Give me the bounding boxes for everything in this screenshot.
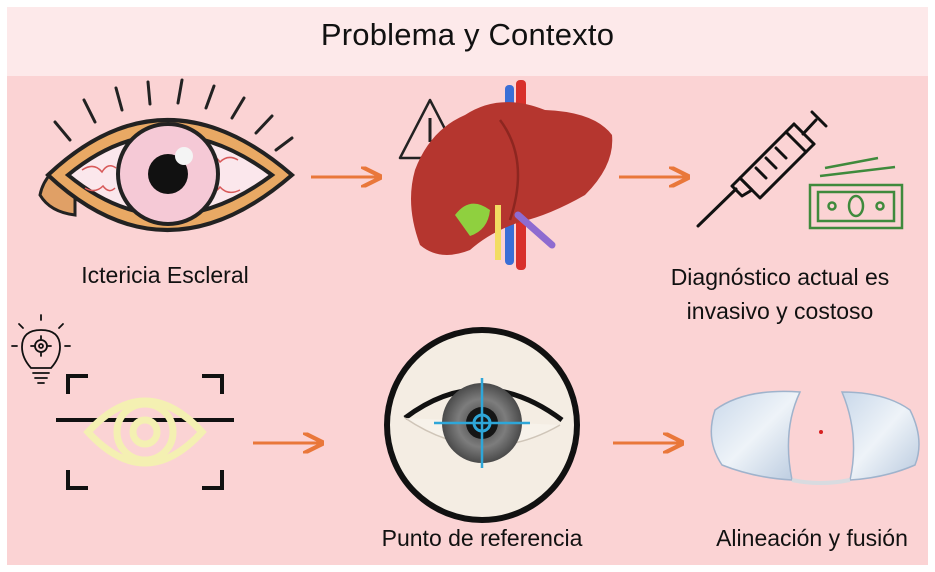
caption-alineacion: Alineación y fusión [716, 525, 908, 551]
lightbulb-gear-icon [11, 314, 71, 384]
caption-ictericia: Ictericia Escleral [81, 262, 249, 288]
caption-diagnostico: Diagnóstico actual es invasivo y costoso [640, 260, 920, 328]
title-bar [7, 7, 928, 76]
caption-diagnostico-line-1: Diagnóstico actual es [670, 264, 890, 290]
caption-punto-referencia: Punto de referencia [381, 525, 583, 551]
flow-arrows [253, 177, 686, 443]
jaundiced-eye-icon [38, 78, 296, 232]
syringe-money-icon [696, 110, 828, 228]
caption-diagnostico-line-2: invasivo y costoso [686, 298, 874, 324]
eye-scan-icon [56, 374, 234, 490]
liver-warning-icon [398, 80, 613, 270]
page-title: Problema y Contexto [320, 17, 615, 52]
eye-crosshair-icon [384, 327, 580, 523]
sclera-mask-icon [710, 390, 920, 485]
money-icon [808, 156, 904, 230]
